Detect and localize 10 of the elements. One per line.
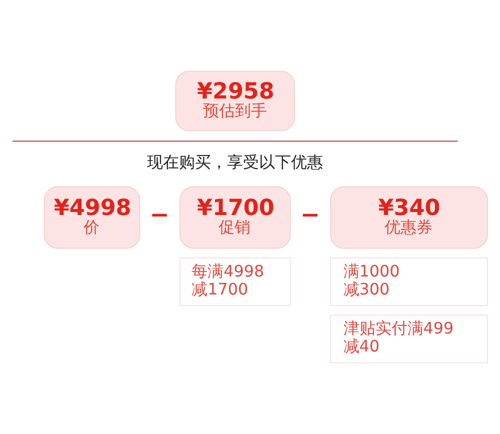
label: − [300,201,320,228]
node-box: ¥1700 促销 [180,186,291,249]
node-box: ¥4998 价 [44,186,140,249]
node-box: 每满4998 减1700 [180,257,291,306]
node-box: ¥2958 预估到手 [175,70,296,132]
node-box: 津贴实付满499 减40 [330,314,488,364]
label: − [150,201,170,228]
label: 现在购买，享受以下优惠 [147,152,324,172]
node-box: 满1000 减300 [330,257,488,306]
node-box: ¥340 优惠券 [330,186,488,249]
